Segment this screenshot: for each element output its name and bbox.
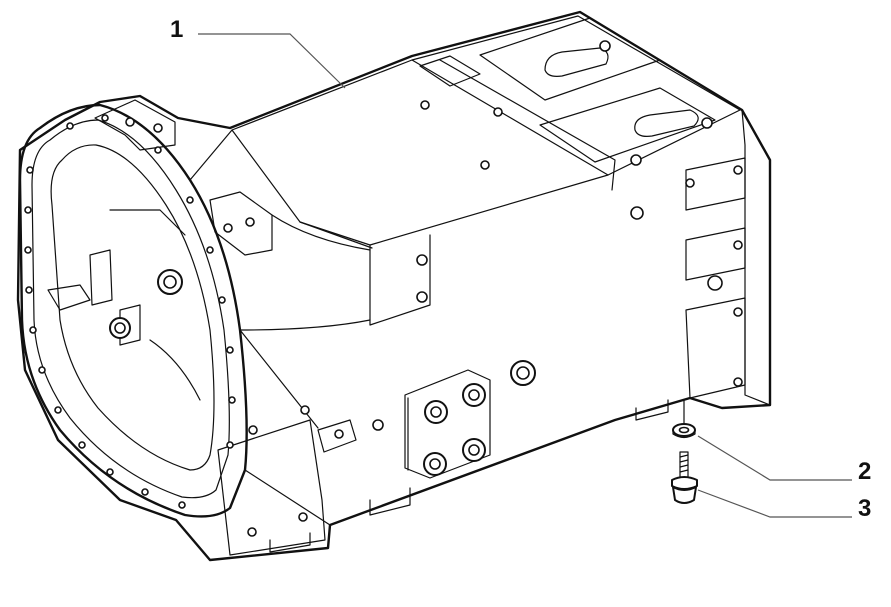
callout-number-1: 1	[170, 16, 184, 43]
side-boss-plate	[404, 369, 491, 479]
leader-3	[697, 489, 852, 518]
housing-outline	[16, 10, 772, 562]
housing-holes	[125, 40, 743, 537]
bell-bolt-holes	[24, 114, 236, 509]
top-pad-right	[539, 87, 716, 163]
top-pad-left	[419, 55, 481, 87]
drain-plug	[671, 451, 698, 504]
leader-2	[697, 435, 852, 481]
bell-housing-flange	[18, 103, 248, 518]
bell-inner-opening	[50, 144, 215, 471]
callout-number-2: 2	[858, 458, 872, 485]
rear-face	[741, 109, 771, 406]
callout-number-3: 3	[858, 495, 872, 522]
leader-1	[198, 33, 346, 89]
housing-bosses	[109, 269, 536, 386]
leader-lines	[198, 33, 852, 518]
sealing-washer	[672, 399, 696, 439]
transmission-housing	[16, 10, 772, 562]
top-pad-rear	[479, 17, 661, 101]
side-bracket	[317, 419, 357, 453]
side-cover-bolts	[423, 383, 486, 476]
top-deck	[231, 15, 741, 246]
